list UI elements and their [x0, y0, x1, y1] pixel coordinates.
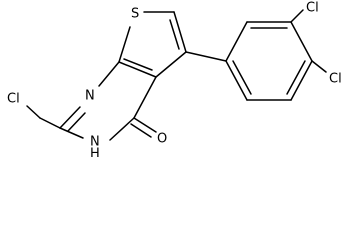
bond-n1-c2-inner — [67, 112, 86, 132]
chloromethyl-chlorine-label: Cl — [7, 92, 20, 107]
bond-ar3-ar4 — [290, 21, 313, 62]
bond-c5-c4a — [155, 51, 187, 78]
aryl-chlorine-meta-label: Cl — [306, 1, 319, 16]
bond-ar3-cl — [290, 9, 304, 23]
bond-ar4-ar5-inner — [286, 60, 306, 95]
bond-n3-c4 — [109, 117, 135, 141]
bond-c4a-c7a — [118, 61, 157, 78]
bond-c7a-n1 — [98, 61, 120, 87]
bond-c6-c5-inner — [169, 19, 180, 50]
amide-hydrogen-label: H — [90, 147, 100, 158]
structure-canvas: S N N H O Cl Cl Cl — [7, 1, 342, 158]
bond-c4-o-double — [130, 123, 152, 138]
bond-ar4-cl — [311, 60, 327, 73]
molecule-drawing: S N N H O Cl Cl Cl — [7, 1, 342, 158]
bond-ar1-ar2 — [225, 21, 248, 62]
bond-c6-c5 — [173, 11, 187, 53]
ring-nitrogen-label: N — [85, 89, 95, 104]
amide-nitrogen-label: N — [90, 135, 100, 150]
bond-c2-ch2 — [39, 117, 61, 129]
bond-c4-o — [133, 117, 157, 133]
bond-c4a-c7a-inner — [123, 58, 153, 71]
bond-ar6-ar1 — [225, 60, 248, 101]
bond-n1-c2 — [59, 106, 81, 129]
carbonyl-oxygen-label: O — [157, 132, 167, 147]
bond-s-c7a — [118, 26, 131, 63]
bond-c5-aryl — [185, 51, 227, 62]
bond-ar6-ar1-inner — [232, 60, 252, 95]
aryl-chlorine-para-label: Cl — [329, 72, 342, 87]
sulfur-label: S — [131, 7, 139, 22]
bond-c4-c4a — [133, 76, 157, 119]
bond-c2-n3 — [59, 127, 84, 139]
bond-ch2-cl — [26, 105, 41, 119]
bond-ar4-ar5 — [290, 60, 313, 101]
